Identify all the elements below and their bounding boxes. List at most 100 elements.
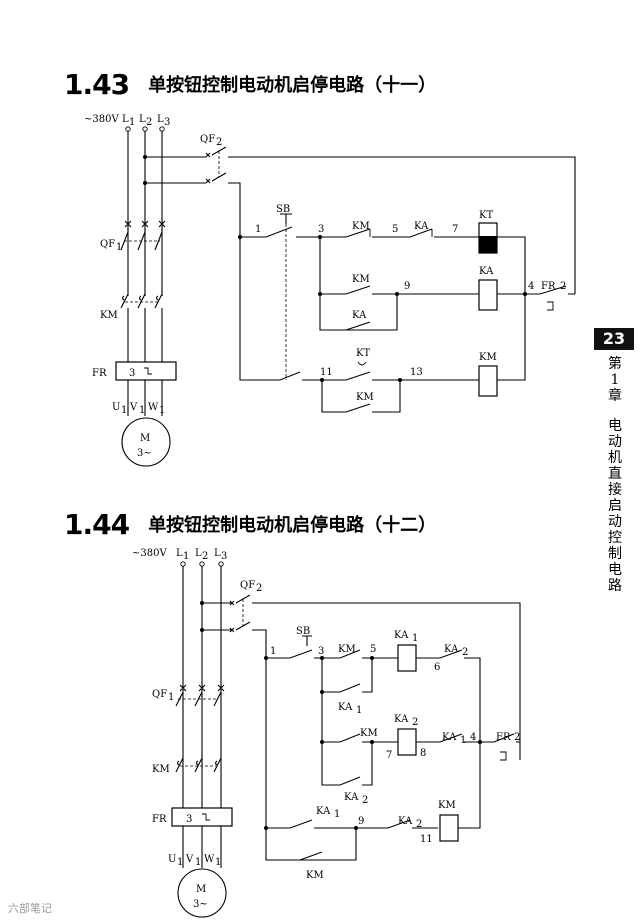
svg-text:KM: KM	[360, 728, 378, 739]
svg-text:QF: QF	[240, 580, 255, 591]
svg-text:QF: QF	[152, 689, 167, 700]
svg-text:2: 2	[416, 819, 422, 830]
svg-text:1: 1	[139, 405, 145, 416]
svg-text:KA: KA	[442, 732, 457, 743]
svg-text:1: 1	[129, 117, 135, 128]
svg-text:KM: KM	[306, 870, 324, 881]
supply-label: ~380V	[132, 548, 167, 559]
svg-text:7: 7	[452, 224, 458, 235]
svg-text:3~: 3~	[193, 899, 208, 910]
svg-text:KM: KM	[438, 800, 456, 811]
svg-text:W: W	[204, 854, 215, 865]
svg-text:7: 7	[386, 750, 392, 761]
svg-text:1: 1	[460, 735, 466, 746]
section-heading: 单按钮控制电动机启停电路（十一）	[148, 75, 437, 96]
svg-text:3: 3	[221, 551, 227, 562]
svg-text:KA: KA	[398, 816, 413, 827]
svg-text:KA: KA	[394, 630, 409, 641]
svg-text:KM: KM	[356, 392, 374, 403]
svg-text:1: 1	[177, 857, 183, 868]
svg-text:11: 11	[320, 367, 333, 378]
svg-text:2: 2	[216, 137, 222, 148]
svg-text:1: 1	[215, 857, 221, 868]
svg-text:1: 1	[159, 405, 165, 416]
svg-text:1: 1	[412, 633, 418, 644]
svg-text:11: 11	[420, 834, 433, 845]
svg-text:2: 2	[560, 281, 566, 292]
svg-text:U: U	[168, 854, 176, 865]
section-heading: 单按钮控制电动机启停电路（十二）	[148, 515, 437, 536]
svg-text:V: V	[185, 854, 194, 865]
svg-text:3: 3	[164, 117, 170, 128]
svg-text:3: 3	[318, 646, 324, 657]
svg-text:V: V	[129, 402, 138, 413]
svg-text:1: 1	[270, 646, 276, 657]
supply-label: ~380V	[84, 114, 119, 125]
svg-text:KA: KA	[352, 310, 367, 321]
svg-text:9: 9	[404, 281, 410, 292]
svg-text:W: W	[148, 402, 159, 413]
svg-text:1: 1	[356, 705, 362, 716]
svg-text:L: L	[139, 114, 146, 125]
svg-text:U: U	[112, 402, 120, 413]
svg-text:KM: KM	[152, 764, 170, 775]
svg-text:FR: FR	[92, 368, 107, 379]
svg-text:KT: KT	[479, 210, 493, 221]
svg-text:5: 5	[392, 224, 398, 235]
svg-text:FR: FR	[541, 281, 556, 292]
svg-text:5: 5	[370, 644, 376, 655]
svg-text:3: 3	[186, 814, 192, 825]
svg-text:SB: SB	[296, 626, 310, 637]
svg-text:4: 4	[470, 732, 476, 743]
svg-text:SB: SB	[276, 204, 290, 215]
page-number-tab: 23	[594, 328, 634, 350]
svg-text:KM: KM	[352, 221, 370, 232]
svg-text:KM: KM	[479, 352, 497, 363]
svg-text:KM: KM	[338, 644, 356, 655]
svg-text:L: L	[122, 114, 129, 125]
svg-text:KA: KA	[338, 702, 353, 713]
svg-text:KA: KA	[344, 792, 359, 803]
svg-text:2: 2	[146, 117, 152, 128]
svg-text:4: 4	[528, 281, 534, 292]
svg-text:2: 2	[462, 647, 468, 658]
section-number: 1.43	[64, 68, 130, 101]
svg-text:13: 13	[410, 367, 423, 378]
svg-text:KM: KM	[352, 274, 370, 285]
svg-text:KA: KA	[414, 221, 429, 232]
svg-text:3: 3	[129, 368, 135, 379]
section-title-1-44: 1.44 单按钮控制电动机启停电路（十二）	[64, 508, 436, 541]
svg-text:1: 1	[183, 551, 189, 562]
svg-text:2: 2	[202, 551, 208, 562]
svg-text:L: L	[195, 548, 202, 559]
svg-text:1: 1	[195, 857, 201, 868]
watermark: 六部笔记	[8, 902, 52, 915]
svg-text:KM: KM	[100, 310, 118, 321]
svg-text:L: L	[214, 548, 221, 559]
svg-text:2: 2	[362, 795, 368, 806]
svg-text:1: 1	[168, 692, 174, 703]
svg-text:3: 3	[318, 224, 324, 235]
chapter-title: 电动机直接启动控制电路	[608, 418, 622, 594]
svg-text:QF: QF	[200, 134, 215, 145]
svg-text:2: 2	[256, 583, 262, 594]
svg-text:KA: KA	[479, 266, 494, 277]
svg-text:9: 9	[358, 816, 364, 827]
svg-text:KA: KA	[316, 806, 331, 817]
svg-text:2: 2	[412, 717, 418, 728]
section-number: 1.44	[64, 508, 130, 541]
svg-text:M: M	[196, 884, 206, 895]
svg-text:L: L	[176, 548, 183, 559]
svg-text:1: 1	[116, 242, 122, 253]
svg-text:KT: KT	[356, 348, 370, 359]
svg-text:2: 2	[514, 732, 520, 743]
svg-text:M: M	[140, 433, 150, 444]
svg-text:KA: KA	[394, 714, 409, 725]
svg-text:6: 6	[434, 662, 440, 673]
svg-text:KA: KA	[444, 644, 459, 655]
svg-text:FR: FR	[496, 732, 511, 743]
svg-text:QF: QF	[100, 239, 115, 250]
